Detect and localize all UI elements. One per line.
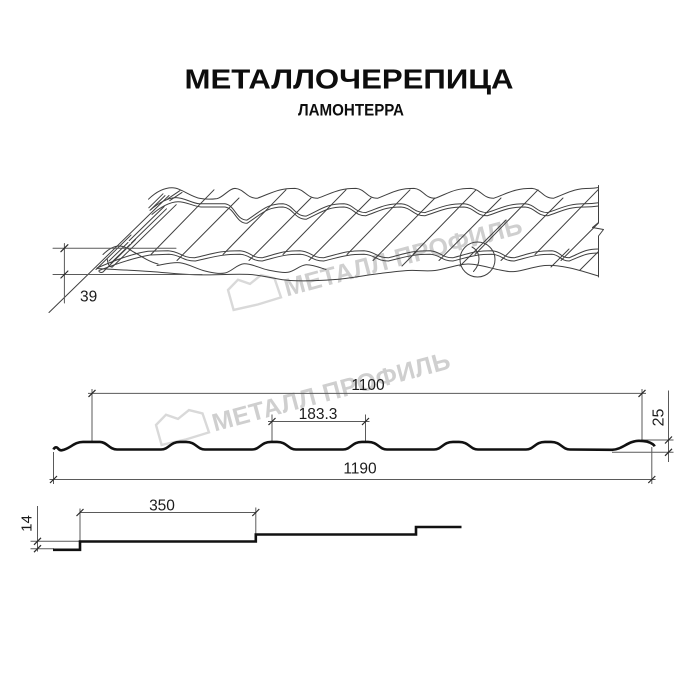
svg-text:25: 25 [651,409,668,427]
svg-text:350: 350 [149,498,175,515]
svg-text:14: 14 [19,515,36,532]
svg-text:1190: 1190 [343,461,377,478]
svg-text:1100: 1100 [351,377,385,394]
svg-text:183.3: 183.3 [299,406,338,423]
svg-text:МЕТАЛЛОЧЕРЕПИЦА: МЕТАЛЛОЧЕРЕПИЦА [185,63,514,94]
svg-text:МЕТАЛЛ ПРОФИЛЬ: МЕТАЛЛ ПРОФИЛЬ [209,347,454,438]
svg-text:39: 39 [80,289,97,306]
svg-text:ЛАМОНТЕРРА: ЛАМОНТЕРРА [298,101,404,120]
